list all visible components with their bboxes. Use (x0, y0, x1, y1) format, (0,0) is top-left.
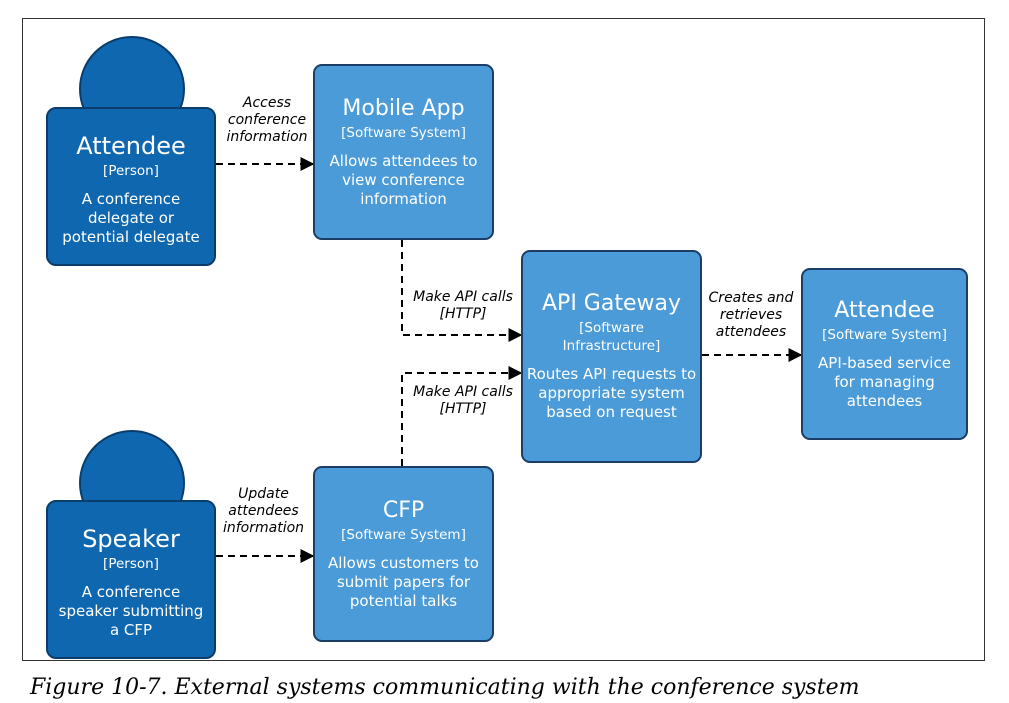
edge-cfp-to-api-gateway (401, 366, 523, 466)
edge-label-mobile-app-to-api-gateway: Make API calls [HTTP] (413, 289, 513, 322)
edge-label-attendee-to-mobile-app: Access conference information (226, 95, 308, 145)
mobile-app-title: Mobile App (342, 95, 465, 121)
diagram-frame (22, 18, 985, 661)
figure-caption: Figure 10-7. External systems communicat… (30, 675, 860, 700)
mobile-app-description: Allows attendees to view conference info… (329, 151, 478, 208)
attendee-person-title: Attendee (76, 132, 186, 160)
mobile-app-node: Mobile App [Software System] Allows atte… (313, 64, 494, 240)
attendee-person-node: Attendee [Person] A conference delegate … (46, 107, 216, 266)
cfp-description: Allows customers to submit papers for po… (328, 553, 479, 610)
attendee-system-description: API-based service for managing attendees (818, 353, 951, 410)
cfp-title: CFP (382, 497, 425, 523)
attendee-person-description: A conference delegate or potential deleg… (62, 190, 200, 246)
edge-mobile-app-to-api-gateway (401, 240, 523, 342)
attendee-person-type: [Person] (103, 163, 159, 179)
attendee-system-type: [Software System] (822, 326, 947, 343)
mobile-app-type: [Software System] (341, 124, 466, 141)
edge-label-api-gateway-to-attendee-system: Creates and retrieves attendees (708, 290, 794, 340)
speaker-person-node: Speaker [Person] A conference speaker su… (46, 500, 216, 659)
attendee-system-node: Attendee [Software System] API-based ser… (801, 268, 968, 440)
speaker-person-title: Speaker (82, 525, 180, 553)
cfp-node: CFP [Software System] Allows customers t… (313, 466, 494, 642)
attendee-system-title: Attendee (834, 297, 935, 323)
api-gateway-title: API Gateway (542, 291, 681, 316)
speaker-person-description: A conference speaker submitting a CFP (58, 583, 204, 639)
speaker-person-type: [Person] (103, 556, 159, 572)
cfp-type: [Software System] (341, 526, 466, 543)
api-gateway-description: Routes API requests to appropriate syste… (526, 365, 697, 421)
api-gateway-node: API Gateway [Software Infrastructure] Ro… (521, 250, 702, 463)
edge-label-speaker-to-cfp: Update attendees information (222, 486, 305, 536)
api-gateway-type: [Software Infrastructure] (562, 320, 661, 354)
edge-label-cfp-to-api-gateway: Make API calls [HTTP] (413, 384, 513, 417)
